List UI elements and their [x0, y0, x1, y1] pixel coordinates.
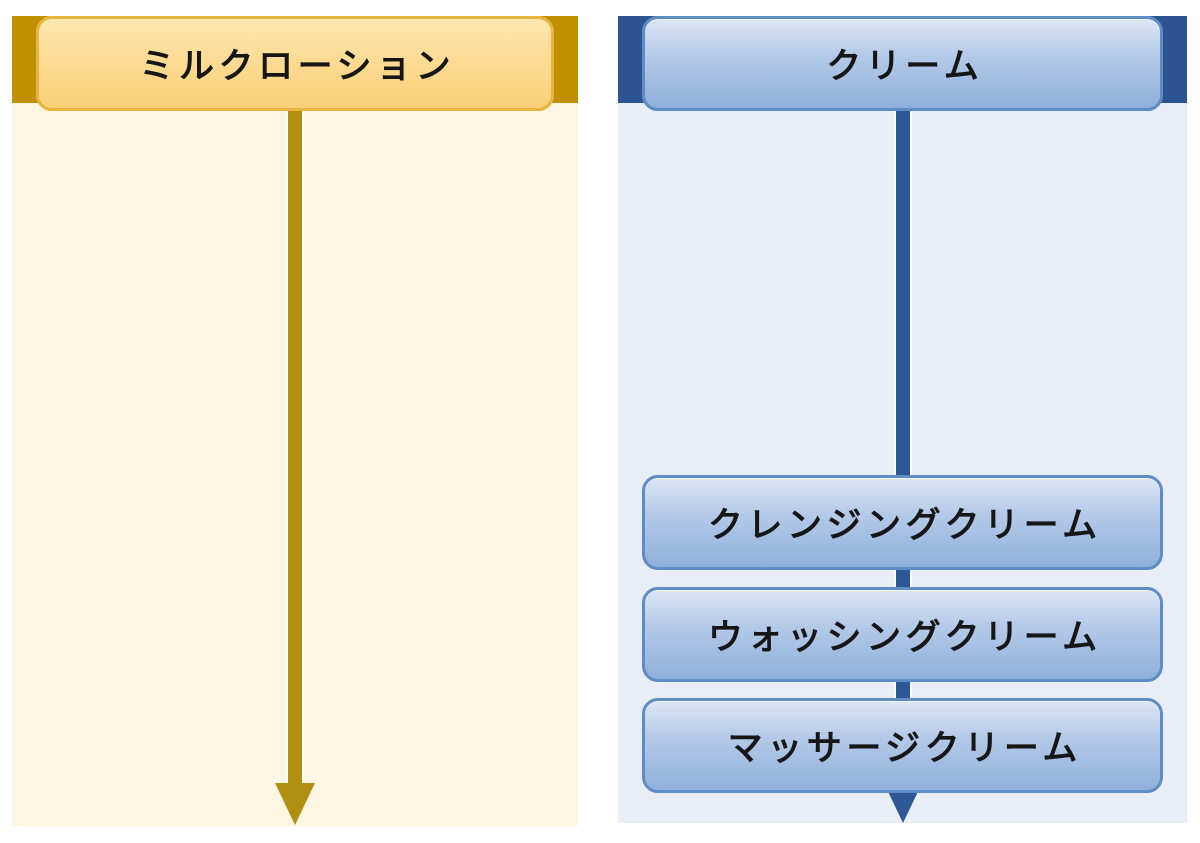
- morning-flow-arrow-shaft: [288, 103, 302, 783]
- night-step-massage-cream: マッサージクリーム: [642, 698, 1163, 793]
- morning-flow-arrow-head-icon: [275, 783, 315, 825]
- night-usage-panel: 夜の使用順序 クレンジングクリーム ウォッシングクリーム マッサージクリーム ロ…: [618, 16, 1187, 823]
- morning-usage-panel: 朝の使用順序 ウォッシングクリーム ローション ミルクローション: [12, 16, 578, 826]
- night-step-cleansing-cream: クレンジングクリーム: [642, 475, 1163, 570]
- night-step-cream: クリーム: [642, 16, 1163, 111]
- morning-step-milk-lotion: ミルクローション: [36, 16, 554, 111]
- night-step-washing-cream: ウォッシングクリーム: [642, 587, 1163, 682]
